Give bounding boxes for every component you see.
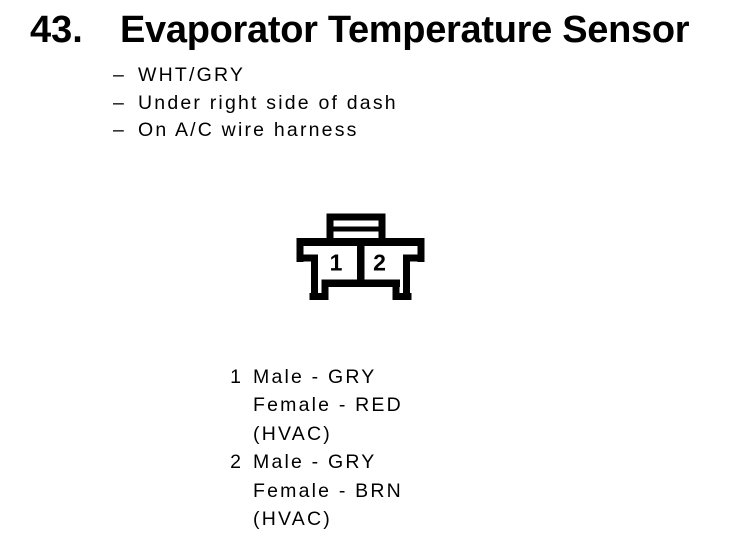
pinout-item: 1 Male - GRY Female - RED (HVAC)	[218, 363, 403, 448]
pin-wire-line: Female - RED	[253, 394, 403, 417]
pinout-item: 2 Male - GRY Female - BRN (HVAC)	[218, 448, 403, 533]
dash-bullet: –	[113, 64, 124, 86]
pin-wire-line: Male - GRY	[253, 366, 377, 388]
connector-foot-left-bottom	[309, 293, 329, 300]
pin-2-cell-label: 2	[373, 250, 386, 276]
pin-number: 1	[230, 366, 241, 388]
pin-wire-line: (HVAC)	[253, 422, 332, 445]
connector-foot-right-inner	[392, 279, 400, 300]
detail-item: – On A/C wire harness	[113, 117, 398, 145]
pin-wire-lines: Male - GRY Female - RED (HVAC)	[253, 363, 403, 448]
detail-list: – WHT/GRY – Under right side of dash – O…	[113, 62, 398, 145]
detail-text: On A/C wire harness	[138, 119, 359, 141]
detail-text: Under right side of dash	[138, 91, 398, 114]
detail-item: – WHT/GRY	[113, 62, 398, 90]
page-title: Evaporator Temperature Sensor	[120, 9, 690, 51]
connector-pin-divider	[357, 238, 365, 287]
pin-1-cell-label: 1	[330, 250, 343, 276]
connector-body	[296, 238, 425, 300]
dash-bullet: –	[113, 119, 124, 141]
connector-ear-left-outer	[296, 238, 304, 262]
connector-foot-left-inner	[321, 279, 329, 300]
detail-text: WHT/GRY	[138, 64, 246, 86]
dash-bullet: –	[113, 91, 124, 114]
detail-item: – Under right side of dash	[113, 90, 398, 118]
connector-diagram: 1 2	[296, 213, 425, 300]
pin-wire-lines: Male - GRY Female - BRN (HVAC)	[253, 448, 403, 533]
pinout-list: 1 Male - GRY Female - RED (HVAC) 2 Male …	[218, 363, 403, 533]
connector-ear-right-outer	[417, 238, 425, 262]
section-number: 43.	[30, 9, 83, 51]
connector-right-side	[403, 254, 410, 300]
pin-wire-line: Female - BRN	[253, 479, 403, 502]
pin-wire-line: (HVAC)	[253, 508, 332, 531]
pin-wire-line: Male - GRY	[253, 451, 377, 474]
connector-ear-right-bottom	[403, 254, 425, 262]
pin-number: 2	[230, 451, 241, 474]
connector-ear-left-bottom	[296, 254, 318, 262]
connector-foot-right-bottom	[392, 293, 412, 300]
connector-left-side	[311, 254, 318, 300]
